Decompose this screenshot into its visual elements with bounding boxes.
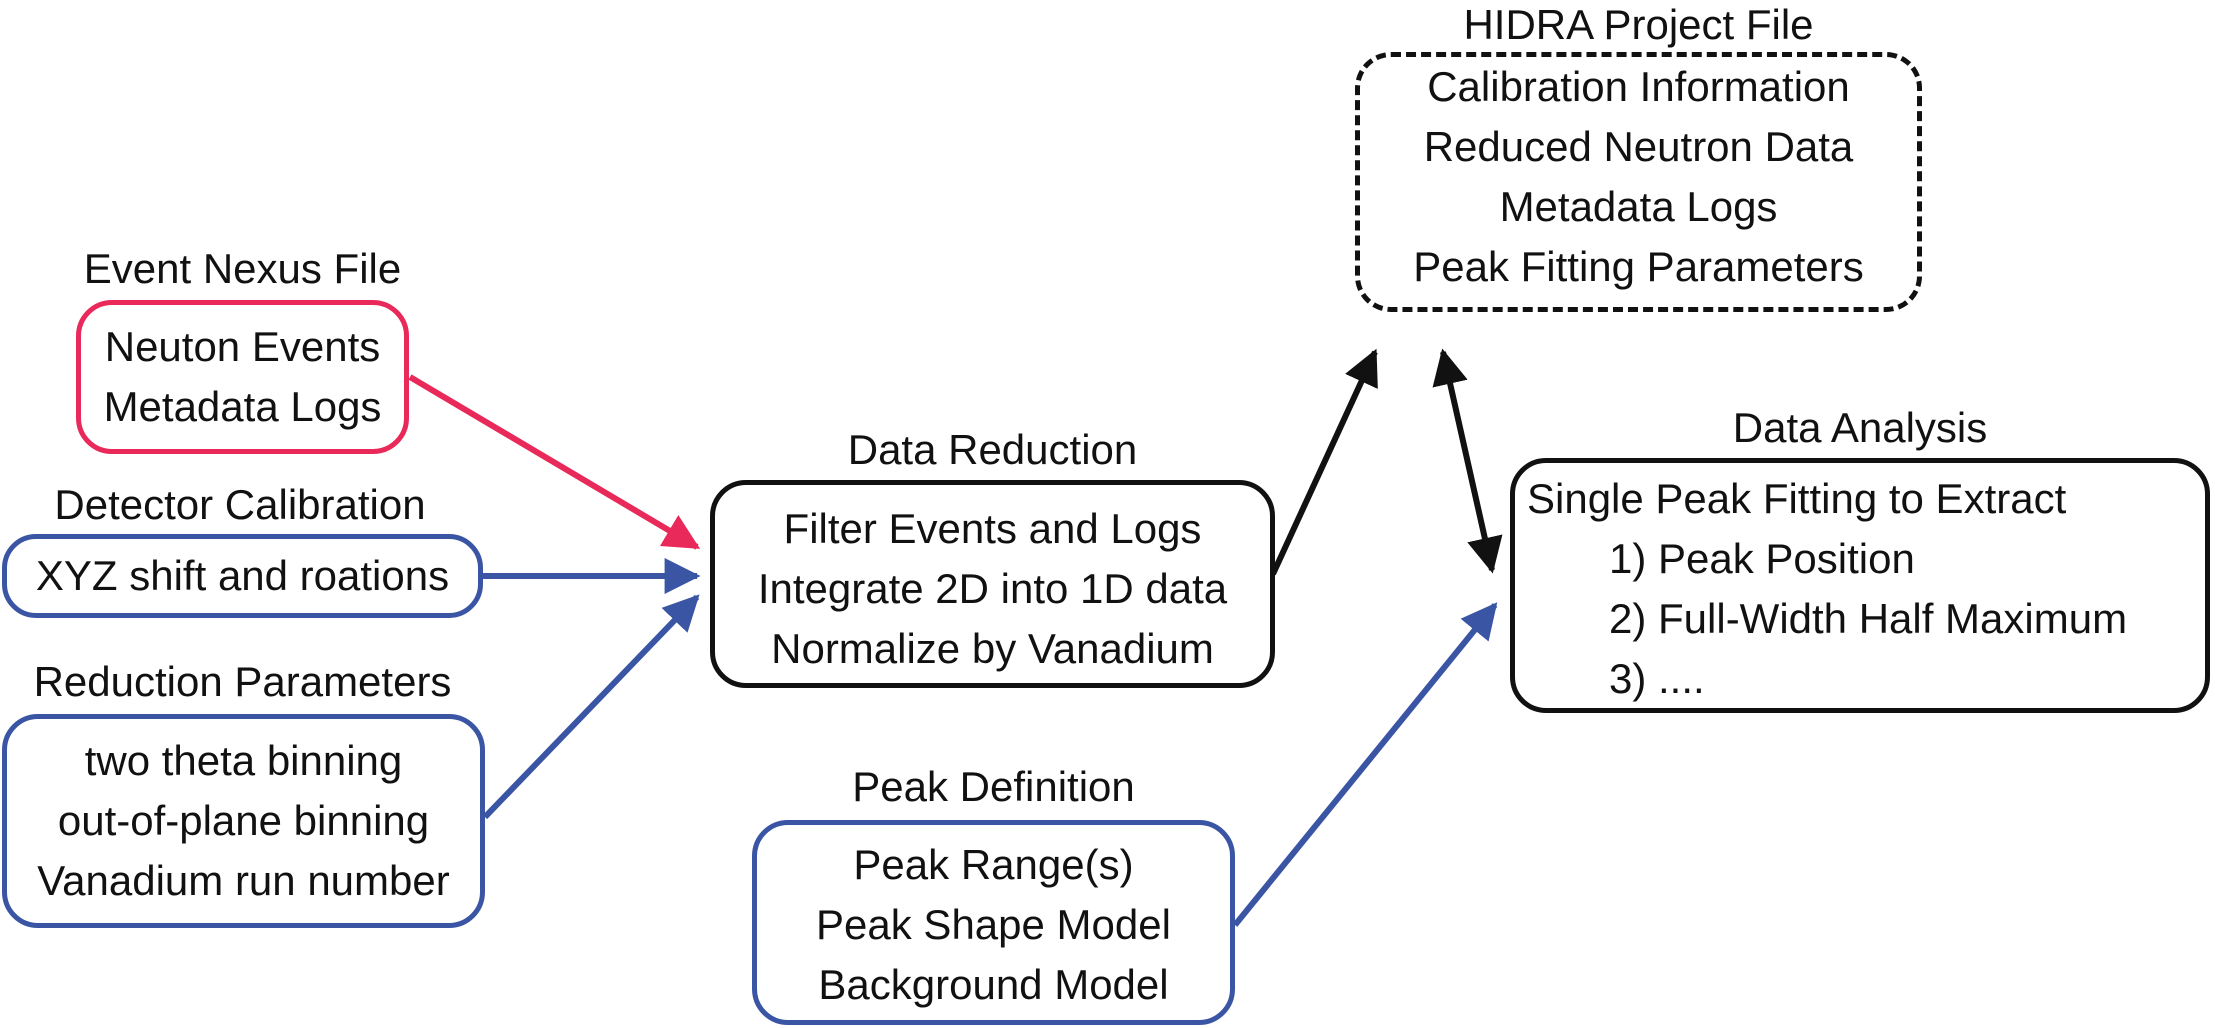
arrow-hidra-analysis-bidirectional: [1432, 348, 1503, 574]
peak-definition-line-3: Background Model: [818, 961, 1169, 1008]
data-reduction-box: Filter Events and Logs Integrate 2D into…: [710, 480, 1275, 688]
hidra-project-line-1: Calibration Information: [1427, 63, 1850, 110]
reduction-parameters-line-2: out-of-plane binning: [57, 797, 430, 844]
detector-calibration-title: Detector Calibration: [54, 481, 426, 528]
reduction-parameters-line-3: Vanadium run number: [37, 857, 450, 904]
data-analysis-title: Data Analysis: [1732, 404, 1988, 451]
peak-definition-box: Peak Range(s) Peak Shape Model Backgroun…: [752, 820, 1235, 1025]
data-reduction-line-3: Normalize by Vanadium: [771, 625, 1214, 672]
hidra-project-line-2: Reduced Neutron Data: [1423, 123, 1854, 170]
event-nexus-title: Event Nexus File: [83, 245, 402, 292]
event-nexus-line-2: Metadata Logs: [103, 383, 382, 430]
hidra-project-title: HIDRA Project File: [1463, 1, 1814, 48]
peak-definition-title: Peak Definition: [852, 763, 1135, 810]
event-nexus-line-1: Neuton Events: [104, 323, 381, 370]
detector-calibration-line-1: XYZ shift and roations: [35, 552, 450, 599]
data-analysis-line-1: Single Peak Fitting to Extract: [1527, 475, 2067, 522]
data-reduction-title: Data Reduction: [847, 426, 1138, 473]
data-analysis-line-2: 1) Peak Position: [1609, 535, 1915, 582]
hidra-project-line-4: Peak Fitting Parameters: [1413, 243, 1864, 290]
reduction-parameters-line-1: two theta binning: [84, 737, 403, 784]
data-reduction-line-2: Integrate 2D into 1D data: [757, 565, 1228, 612]
hidra-project-line-3: Metadata Logs: [1499, 183, 1778, 230]
data-analysis-box: Single Peak Fitting to Extract 1) Peak P…: [1510, 458, 2210, 713]
arrow-peakdef-to-analysis: [1232, 602, 1498, 927]
data-analysis-line-4: 3) ....: [1609, 655, 1705, 702]
peak-definition-line-1: Peak Range(s): [853, 841, 1134, 888]
reduction-parameters-box: two theta binning out-of-plane binning V…: [2, 714, 485, 928]
data-analysis-line-3: 2) Full-Width Half Maximum: [1609, 595, 2128, 642]
data-reduction-line-1: Filter Events and Logs: [783, 505, 1202, 552]
arrow-event-to-reduction: [408, 374, 701, 550]
reduction-parameters-title: Reduction Parameters: [33, 658, 452, 705]
arrow-reduction-to-hidra: [1270, 348, 1378, 576]
event-nexus-box: Neuton Events Metadata Logs: [76, 300, 409, 454]
hidra-project-box: Calibration Information Reduced Neutron …: [1355, 52, 1922, 312]
arrow-parameters-to-reduction: [482, 594, 700, 820]
peak-definition-line-2: Peak Shape Model: [816, 901, 1171, 948]
detector-calibration-box: XYZ shift and roations: [2, 534, 483, 618]
